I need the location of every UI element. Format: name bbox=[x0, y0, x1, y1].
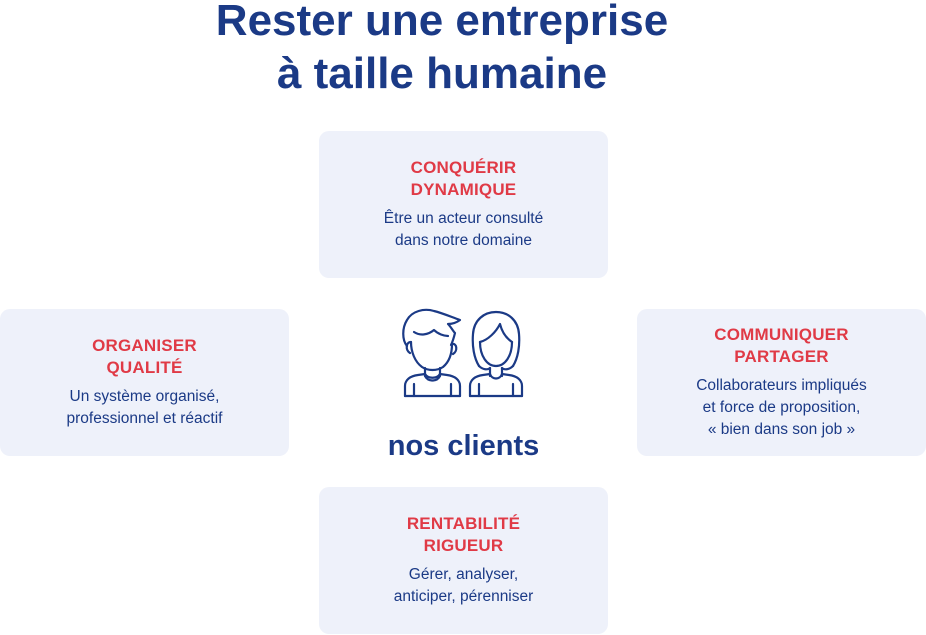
card-heading-line: RIGUEUR bbox=[423, 536, 504, 555]
card-communiquer: COMMUNIQUER PARTAGER Collaborateurs impl… bbox=[637, 309, 926, 456]
card-description-line: et force de proposition, bbox=[702, 399, 861, 416]
card-heading-line: ORGANISER bbox=[92, 336, 197, 355]
card-heading: ORGANISER QUALITÉ bbox=[92, 335, 197, 379]
card-heading-line: PARTAGER bbox=[734, 347, 829, 366]
card-description-line: Gérer, analyser, bbox=[408, 566, 519, 583]
card-description-line: Collaborateurs impliqués bbox=[696, 377, 867, 394]
card-description: Collaborateurs impliqués et force de pro… bbox=[696, 375, 867, 441]
page-title-line-1: Rester une entreprise bbox=[215, 0, 669, 45]
card-description: Être un acteur consulté dans notre domai… bbox=[384, 208, 543, 252]
card-heading-line: RENTABILITÉ bbox=[406, 514, 521, 533]
people-icon bbox=[402, 308, 524, 398]
card-heading: RENTABILITÉ RIGUEUR bbox=[407, 513, 520, 557]
card-organiser: ORGANISER QUALITÉ Un système organisé, p… bbox=[0, 309, 289, 456]
page-title-line-2: à taille humaine bbox=[276, 49, 608, 98]
card-description-line: Un système organisé, bbox=[69, 388, 220, 405]
card-heading: CONQUÉRIR DYNAMIQUE bbox=[411, 157, 517, 201]
card-description-line: « bien dans son job » bbox=[707, 421, 856, 438]
card-description-line: Être un acteur consulté bbox=[383, 210, 544, 227]
card-heading-line: DYNAMIQUE bbox=[410, 180, 517, 199]
card-heading-line: COMMUNIQUER bbox=[714, 325, 849, 344]
card-description: Un système organisé, professionnel et ré… bbox=[67, 386, 223, 430]
card-description: Gérer, analyser, anticiper, pérenniser bbox=[394, 564, 534, 608]
card-rentabilite: RENTABILITÉ RIGUEUR Gérer, analyser, ant… bbox=[319, 487, 608, 634]
girl-figure-icon bbox=[468, 310, 524, 398]
card-heading-line: CONQUÉRIR bbox=[410, 158, 517, 177]
boy-figure-icon bbox=[402, 308, 462, 398]
card-description-line: professionnel et réactif bbox=[66, 410, 223, 427]
card-conquerir: CONQUÉRIR DYNAMIQUE Être un acteur consu… bbox=[319, 131, 608, 278]
card-heading: COMMUNIQUER PARTAGER bbox=[714, 324, 848, 368]
card-heading-line: QUALITÉ bbox=[106, 358, 183, 377]
center-label: nos clients bbox=[387, 430, 540, 462]
card-description-line: anticiper, pérenniser bbox=[393, 588, 534, 605]
card-description-line: dans notre domaine bbox=[394, 232, 532, 249]
